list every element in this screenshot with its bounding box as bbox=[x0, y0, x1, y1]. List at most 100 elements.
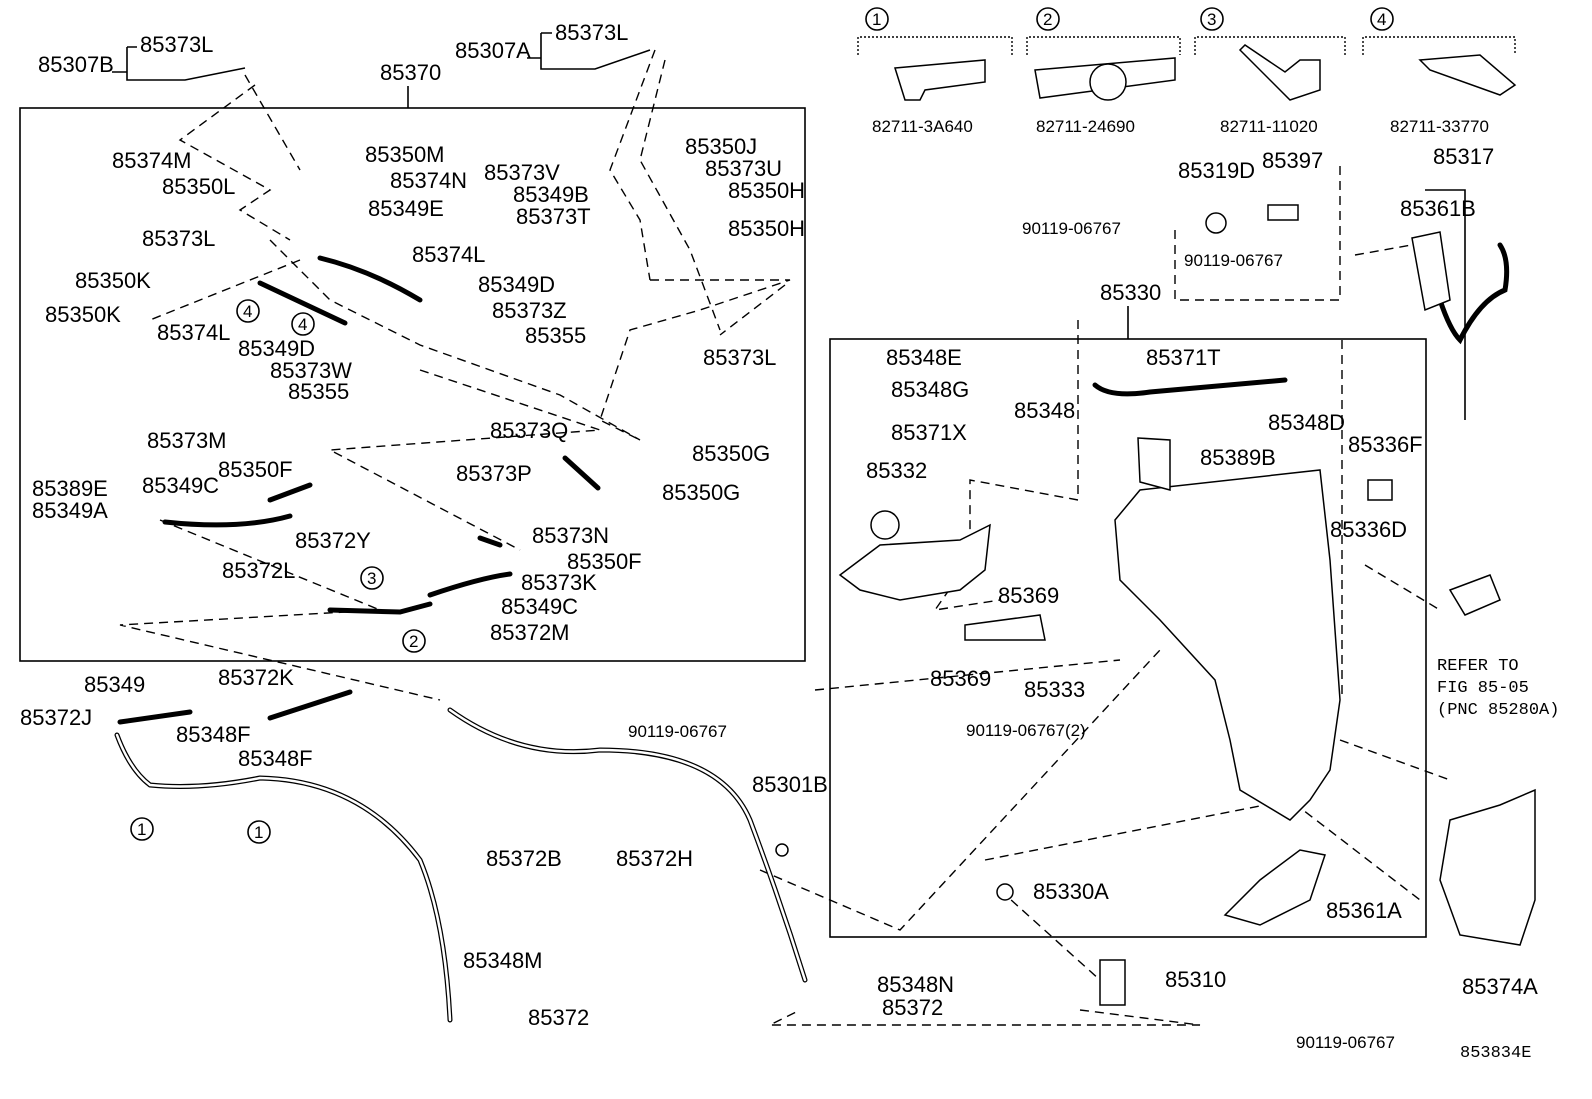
legend-marker: 1 bbox=[872, 10, 881, 29]
part-label: 85307A bbox=[455, 38, 531, 63]
part-label: 85332 bbox=[866, 458, 927, 483]
part-label: 85350L bbox=[162, 174, 235, 199]
part-label: 85330 bbox=[1100, 280, 1161, 305]
bolt-label: 90119-06767 bbox=[1022, 219, 1121, 238]
clip-85301B bbox=[775, 843, 789, 857]
part-label: 85348G bbox=[891, 377, 969, 402]
legend-part-number: 82711-33770 bbox=[1390, 117, 1489, 136]
callout-circle bbox=[291, 312, 315, 336]
part-label: 85373L bbox=[555, 20, 628, 45]
callout-circle bbox=[360, 566, 384, 590]
part-label: 85355 bbox=[525, 323, 586, 348]
part-label: 85349D bbox=[238, 336, 315, 361]
legend-marker-circle bbox=[1370, 7, 1394, 31]
bracket-82711-33770 bbox=[1418, 54, 1517, 96]
part-label: 85371T bbox=[1146, 345, 1221, 370]
hose-85333 bbox=[964, 614, 1046, 641]
part-label: 85369 bbox=[930, 666, 991, 691]
part-label: 85333 bbox=[1024, 677, 1085, 702]
legend-marker: 4 bbox=[1377, 10, 1386, 29]
part-label: 85350J bbox=[685, 134, 757, 159]
callout-number: 4 bbox=[298, 315, 307, 334]
part-label: 85319D bbox=[1178, 158, 1255, 183]
part-label: 85348N bbox=[877, 972, 954, 997]
part-label: 85374N bbox=[390, 168, 467, 193]
part-label: 85349C bbox=[501, 594, 578, 619]
part-label: 85372K bbox=[218, 665, 294, 690]
grommet-85330A bbox=[996, 883, 1014, 901]
assembly-box-85370 bbox=[19, 107, 806, 662]
reference-note-line: REFER TO bbox=[1437, 657, 1519, 676]
part-label: 85372L bbox=[222, 558, 295, 583]
part-label: 85348D bbox=[1268, 410, 1345, 435]
legend: 182711-3A640282711-24690382711-110204827… bbox=[865, 7, 1489, 136]
bracket-85361A bbox=[1223, 849, 1326, 926]
part-label: 85372H bbox=[616, 846, 693, 871]
part-label: 85374L bbox=[157, 320, 230, 345]
part-label: 85317 bbox=[1433, 144, 1494, 169]
part-label: 85373L bbox=[140, 32, 213, 57]
part-label: 85373T bbox=[516, 204, 591, 229]
part-label: 85373V bbox=[484, 160, 560, 185]
part-label: 85350K bbox=[75, 268, 151, 293]
part-label: 85373K bbox=[521, 570, 597, 595]
part-label: 85372 bbox=[528, 1005, 589, 1030]
pump-85310 bbox=[1099, 959, 1126, 1006]
part-label: 85350F bbox=[567, 549, 642, 574]
part-label: 85350G bbox=[662, 480, 740, 505]
part-label: 85336F bbox=[1348, 432, 1423, 457]
part-label: 85310 bbox=[1165, 967, 1226, 992]
legend-marker: 2 bbox=[1043, 10, 1052, 29]
part-label: 85361A bbox=[1326, 898, 1402, 923]
part-label: 85374L bbox=[412, 242, 485, 267]
part-label: 85350H bbox=[728, 216, 805, 241]
cap-85332 bbox=[870, 510, 900, 540]
part-label: 85372B bbox=[486, 846, 562, 871]
part-label: 85389B bbox=[1200, 445, 1276, 470]
callout-number: 4 bbox=[243, 302, 252, 321]
leader bbox=[112, 46, 246, 81]
inlet-85332 bbox=[838, 523, 991, 601]
diagram-id: 853834E bbox=[1460, 1044, 1531, 1063]
part-label: 85348M bbox=[463, 948, 543, 973]
callout-number: 2 bbox=[409, 632, 418, 651]
part-label: 85372J bbox=[20, 705, 92, 730]
part-label: 85336D bbox=[1330, 517, 1407, 542]
part-label: 85373M bbox=[147, 428, 227, 453]
pad-85389B bbox=[1137, 437, 1171, 491]
callout-circle bbox=[247, 820, 271, 844]
part-label: 85373L bbox=[703, 345, 776, 370]
part-label: 85348F bbox=[176, 722, 251, 747]
callout-number: 1 bbox=[254, 823, 263, 842]
part-label: 85373W bbox=[270, 358, 352, 383]
part-label: 85372 bbox=[882, 995, 943, 1020]
callout-circle bbox=[130, 817, 154, 841]
callout-number: 3 bbox=[367, 569, 376, 588]
tank-85374A bbox=[1439, 788, 1536, 946]
bolt-label: 90119-06767 bbox=[628, 722, 727, 741]
part-label: 85348E bbox=[886, 345, 962, 370]
part-label: 85349C bbox=[142, 473, 219, 498]
part-label: 85373P bbox=[456, 461, 532, 486]
part-label: 85373N bbox=[532, 523, 609, 548]
routing-dashed-lines bbox=[119, 49, 1451, 1026]
bracket-85361B bbox=[1411, 231, 1451, 312]
legend-brackets bbox=[857, 36, 1516, 55]
part-85336F bbox=[1367, 479, 1393, 501]
part-label: 85389E bbox=[32, 476, 108, 501]
part-label: 85374A bbox=[1462, 974, 1538, 999]
part-label: 85350H bbox=[728, 178, 805, 203]
legend-marker-circle bbox=[865, 7, 889, 31]
part-label: 85371X bbox=[891, 420, 967, 445]
leader bbox=[1425, 189, 1466, 420]
part-label: 85355 bbox=[288, 379, 349, 404]
bolt-label: 90119-06767 bbox=[1296, 1033, 1395, 1052]
part-label: 85369 bbox=[998, 583, 1059, 608]
seal-85319D bbox=[1205, 212, 1227, 234]
part-label: 85370 bbox=[380, 60, 441, 85]
